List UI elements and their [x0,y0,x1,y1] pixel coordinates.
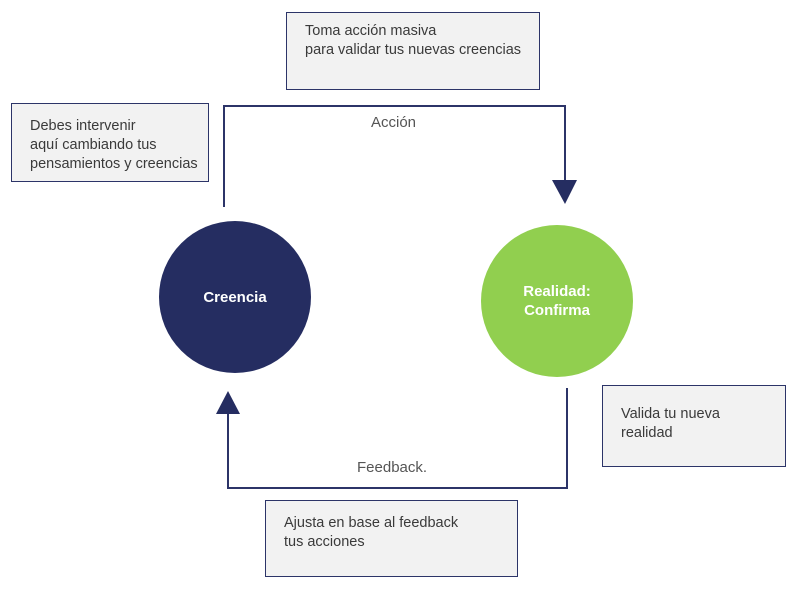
note-line: Toma acción masiva [305,23,437,39]
note-line: aquí cambiando tus [30,137,157,153]
note-line: para validar tus nuevas creencias [305,42,522,58]
note-intervene: Debes intervenir aquí cambiando tus pens… [11,103,209,182]
note-line: realidad [621,425,673,441]
note-line: Ajusta en base al feedback [284,515,459,531]
reality-node-label-line: Realidad: [523,283,591,300]
belief-node: Creencia [159,221,311,373]
feedback-arrowhead [216,391,240,414]
action-connector-line [223,105,566,207]
note-line: Debes intervenir [30,118,136,134]
note-line: tus acciones [284,534,365,550]
feedback-connector-line [227,388,568,489]
action-arrowhead [552,180,577,204]
feedback-edge-label: Feedback. [357,459,428,476]
action-edge-label: Acción [371,114,417,131]
reality-node-label-line: Confirma [524,302,590,319]
reality-node: Realidad: Confirma [481,225,633,377]
note-mass-action: Toma acción masiva para validar tus nuev… [286,12,540,90]
note-adjust-actions: Ajusta en base al feedback tus acciones [265,500,518,577]
note-line: pensamientos y creencias [30,156,198,172]
note-validate-reality: Valida tu nueva realidad [602,385,786,467]
belief-node-label: Creencia [203,288,267,306]
note-line: Valida tu nueva [621,406,720,422]
